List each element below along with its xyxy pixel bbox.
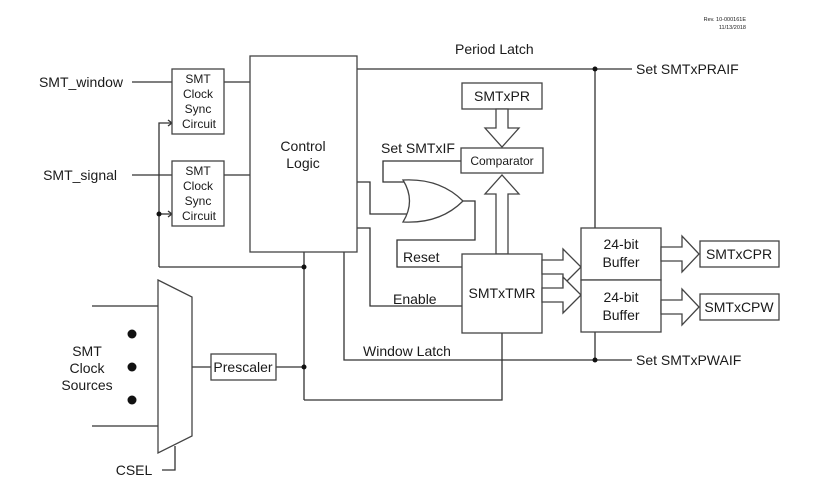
ellipsis-dot-icon xyxy=(127,395,137,405)
revision-number: Rev. 10-000161E xyxy=(704,17,747,23)
svg-text:Prescaler: Prescaler xyxy=(213,359,272,375)
smt-signal-label: SMT_signal xyxy=(43,167,117,183)
bus-arrow-right xyxy=(541,247,582,287)
revision-date: 11/13/2018 xyxy=(719,25,746,31)
ellipsis-dot-icon xyxy=(127,329,137,339)
svg-text:SMTxPR: SMTxPR xyxy=(474,88,530,104)
clock-source-mux xyxy=(157,278,193,455)
or-gate xyxy=(401,179,464,223)
svg-text:Buffer: Buffer xyxy=(602,254,639,270)
sync-circuit-window: SMT Clock Sync Circuit xyxy=(171,68,225,135)
svg-text:SMT: SMT xyxy=(185,164,211,178)
bus-arrow-right xyxy=(541,275,582,315)
set-smtxif-label: Set SMTxIF xyxy=(381,140,455,156)
svg-text:Circuit: Circuit xyxy=(182,117,217,131)
buffer-cpr: 24-bit Buffer xyxy=(580,227,662,281)
bus-arrow-up xyxy=(483,174,521,255)
prescaler-block: Prescaler xyxy=(210,353,277,381)
svg-text:Logic: Logic xyxy=(286,155,319,171)
junction-dot xyxy=(156,211,162,217)
comparator-block: Comparator xyxy=(460,147,544,174)
svg-text:SMTxTMR: SMTxTMR xyxy=(469,285,536,301)
junction-dot xyxy=(592,66,598,72)
ellipsis-dot-icon xyxy=(127,362,137,372)
svg-text:Control: Control xyxy=(280,138,325,154)
svg-text:24-bit: 24-bit xyxy=(603,289,638,305)
clock-sources-label-3: Sources xyxy=(61,377,112,393)
csel-label: CSEL xyxy=(116,462,153,478)
svg-text:Clock: Clock xyxy=(183,179,214,193)
junction-dot xyxy=(301,264,307,270)
smt-window-label: SMT_window xyxy=(39,74,124,90)
bus-arrow-down xyxy=(483,108,521,148)
clock-sources-label-2: Clock xyxy=(69,360,105,376)
svg-text:SMTxCPR: SMTxCPR xyxy=(706,246,772,262)
period-latch-label: Period Latch xyxy=(455,41,534,57)
svg-text:SMT: SMT xyxy=(185,72,211,86)
window-latch-label: Window Latch xyxy=(363,343,451,359)
smtxcpw-register: SMTxCPW xyxy=(699,293,780,321)
set-smtxpwaif-label: Set SMTxPWAIF xyxy=(636,352,741,368)
buffer-cpw: 24-bit Buffer xyxy=(580,279,662,333)
wires xyxy=(92,68,632,471)
control-logic-block: Control Logic xyxy=(249,55,358,253)
svg-text:Sync: Sync xyxy=(185,194,212,208)
clock-sources-label-1: SMT xyxy=(72,343,102,359)
smtxpr-register: SMTxPR xyxy=(461,82,543,110)
reset-label: Reset xyxy=(403,249,440,265)
smtxcpr-register: SMTxCPR xyxy=(699,240,780,268)
smtxtmr-register: SMTxTMR xyxy=(461,253,543,334)
set-smtxpraif-label: Set SMTxPRAIF xyxy=(636,61,739,77)
bus-arrow-right xyxy=(660,287,700,327)
svg-text:24-bit: 24-bit xyxy=(603,236,638,252)
svg-text:Circuit: Circuit xyxy=(182,209,217,223)
bus-arrow-right xyxy=(660,234,700,274)
junction-dot xyxy=(301,364,307,370)
svg-text:SMTxCPW: SMTxCPW xyxy=(704,299,774,315)
svg-text:Comparator: Comparator xyxy=(470,154,533,168)
svg-text:Clock: Clock xyxy=(183,87,214,101)
svg-text:Buffer: Buffer xyxy=(602,307,639,323)
sync-circuit-signal: SMT Clock Sync Circuit xyxy=(171,160,225,227)
junction-dot xyxy=(592,357,598,363)
svg-text:Sync: Sync xyxy=(185,102,212,116)
enable-label: Enable xyxy=(393,291,437,307)
